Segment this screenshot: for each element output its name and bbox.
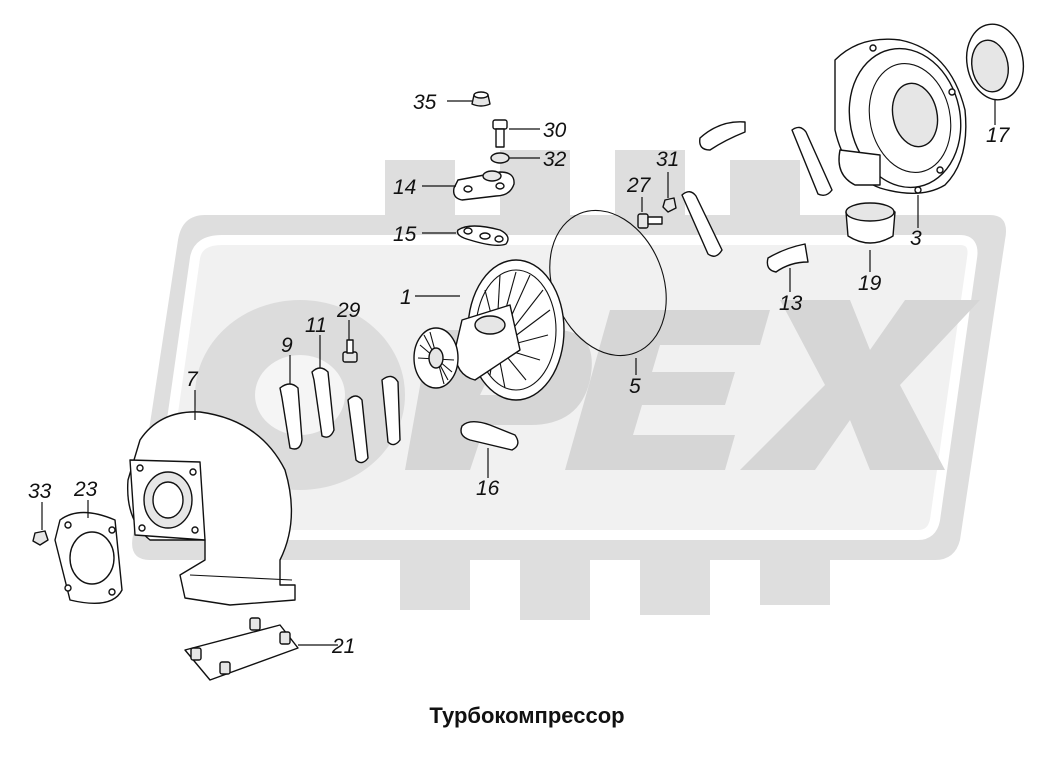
strap-plate-middle-icon bbox=[681, 191, 723, 257]
callout-33: 33 bbox=[28, 480, 52, 503]
callout-13: 13 bbox=[779, 292, 803, 315]
callout-1: 1 bbox=[400, 286, 412, 309]
turbo-cartridge-1-icon bbox=[413, 259, 565, 401]
clamp-plate-right-icon bbox=[381, 375, 401, 446]
ring-cap-19-icon bbox=[845, 202, 896, 244]
callout-30: 30 bbox=[543, 119, 567, 142]
nut-33-icon bbox=[32, 530, 49, 546]
strap-plate-upper-icon bbox=[699, 121, 746, 151]
watermark-letter-e bbox=[565, 310, 770, 470]
diagram-title: Турбокомпрессор bbox=[429, 703, 625, 728]
callout-19: 19 bbox=[858, 272, 882, 295]
callout-27: 27 bbox=[626, 174, 652, 197]
callout-35: 35 bbox=[413, 91, 437, 114]
gasket-15-icon bbox=[456, 225, 509, 247]
cap-17-icon bbox=[965, 23, 1025, 101]
oil-flange-14-icon bbox=[452, 170, 515, 201]
clamp-plate-11-icon bbox=[311, 367, 335, 438]
clamp-plate-left-icon bbox=[347, 395, 369, 464]
callout-9: 9 bbox=[281, 334, 293, 357]
callout-31: 31 bbox=[656, 148, 679, 171]
callout-17: 17 bbox=[986, 124, 1011, 147]
bolt-29-icon bbox=[342, 339, 358, 363]
nut-31-icon bbox=[662, 197, 677, 213]
gasket-23-icon bbox=[54, 511, 123, 604]
plate-16-icon bbox=[460, 421, 519, 451]
callout-7: 7 bbox=[186, 368, 199, 391]
callout-32: 32 bbox=[543, 148, 567, 171]
callout-labels: 35 30 32 14 15 1 29 11 9 7 33 23 21 16 5… bbox=[28, 91, 1011, 658]
callout-15: 15 bbox=[393, 223, 417, 246]
turbine-housing-7-icon bbox=[126, 411, 296, 606]
callout-29: 29 bbox=[336, 299, 361, 322]
watermark-letter-x bbox=[740, 300, 980, 470]
bolt-30-icon bbox=[492, 119, 508, 148]
callout-3: 3 bbox=[910, 227, 922, 250]
bolt-27-icon bbox=[637, 213, 663, 229]
cap-nut-35-icon bbox=[471, 91, 491, 107]
callout-23: 23 bbox=[73, 478, 98, 501]
plate-21-icon bbox=[184, 617, 299, 681]
washer-32-icon bbox=[490, 152, 510, 164]
clamp-13-icon bbox=[766, 243, 809, 273]
callout-14: 14 bbox=[393, 176, 416, 199]
callout-11: 11 bbox=[305, 314, 327, 337]
leader-lines bbox=[41, 100, 996, 646]
strap-plate-long-icon bbox=[791, 126, 833, 197]
compressor-housing-3-icon bbox=[834, 38, 967, 195]
callout-21: 21 bbox=[331, 635, 355, 658]
callout-5: 5 bbox=[629, 375, 641, 398]
clamp-plate-9-icon bbox=[279, 383, 303, 450]
callout-16: 16 bbox=[476, 477, 500, 500]
